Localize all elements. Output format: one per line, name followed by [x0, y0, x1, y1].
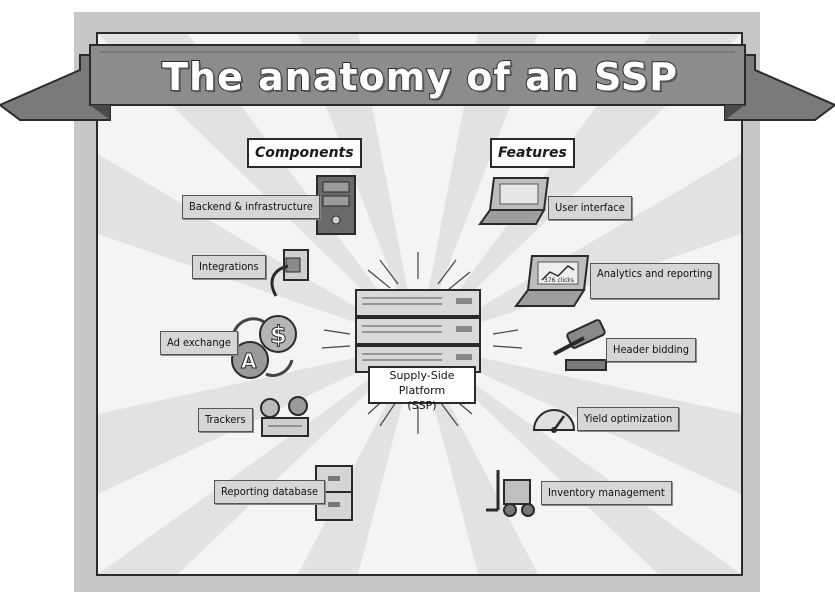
ssp-center-label: Supply-Side Platform (SSP)	[368, 366, 476, 412]
feature-yield-optimization: Yield optimization	[577, 407, 680, 431]
feature-user-interface: User interface	[548, 196, 632, 220]
feature-analytics-reporting: Analytics and reporting	[590, 263, 720, 299]
title-ribbon	[0, 44, 835, 121]
ssp-label-line1: Supply-Side Platform	[389, 369, 455, 397]
components-heading: Components	[247, 138, 362, 168]
currency-exchange-icon: $ A	[231, 315, 297, 379]
power-plug-icon	[270, 249, 309, 297]
trackers-icon	[260, 396, 309, 437]
speedometer-gauge-icon	[532, 409, 576, 433]
forklift-icon	[486, 470, 535, 517]
svg-text:$: $	[270, 321, 287, 349]
component-integrations: Integrations	[192, 255, 266, 279]
laptop-screen-text: 376 clicks	[544, 277, 574, 284]
component-reporting-database: Reporting database	[214, 480, 326, 504]
features-heading: Features	[490, 138, 575, 168]
laptop-icon	[478, 177, 550, 225]
server-tower-icon	[316, 175, 356, 235]
ssp-label-line2: (SSP)	[407, 399, 437, 412]
svg-text:A: A	[241, 349, 257, 373]
feature-inventory-management: Inventory management	[541, 481, 672, 505]
component-ad-exchange: Ad exchange	[160, 331, 238, 355]
analytics-laptop-icon: 376 clicks	[514, 255, 590, 307]
component-backend: Backend & infrastructure	[182, 195, 320, 219]
gavel-icon	[553, 319, 607, 371]
page-title: The anatomy of an SSP	[161, 54, 678, 100]
component-trackers: Trackers	[198, 408, 253, 432]
feature-header-bidding: Header bidding	[606, 338, 697, 362]
